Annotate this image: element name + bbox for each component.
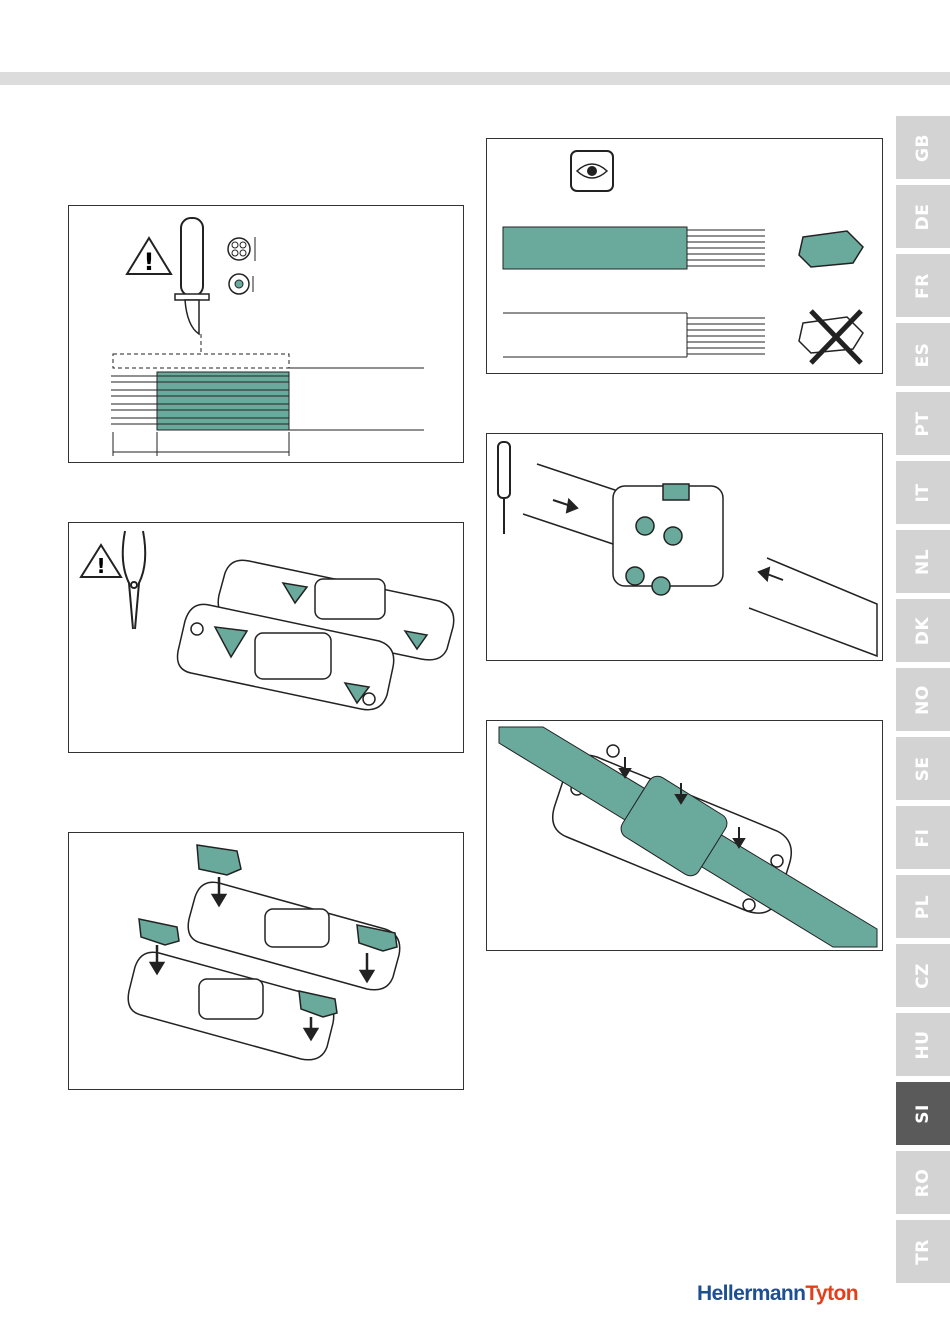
inspect-cable-illustration (487, 139, 884, 375)
eye-icon (571, 151, 613, 191)
tab-tr-label: TR (913, 1239, 933, 1265)
tab-ro[interactable]: RO (896, 1151, 950, 1214)
brand-logo: HellermannTyton (697, 1282, 858, 1306)
tab-de-label: DE (913, 203, 933, 230)
stripped-cable (111, 368, 424, 456)
knife-icon (175, 218, 209, 334)
cable-correct (503, 227, 765, 269)
tab-se[interactable]: SE (896, 737, 950, 800)
tab-de[interactable]: DE (896, 185, 950, 248)
svg-text:!: ! (144, 248, 155, 276)
tab-se-label: SE (913, 756, 933, 781)
logo-part-2: Tyton (805, 1282, 858, 1305)
panel-assembled-joint (486, 720, 883, 951)
svg-text:!: ! (96, 554, 105, 578)
tab-it-label: IT (913, 483, 933, 502)
tab-dk[interactable]: DK (896, 599, 950, 662)
tab-cz[interactable]: CZ (896, 944, 950, 1007)
tab-ro-label: RO (913, 1168, 933, 1197)
cable (499, 727, 877, 947)
tab-fi-label: FI (913, 828, 933, 847)
tab-es-label: ES (913, 342, 933, 367)
cable-wrong (503, 313, 765, 357)
screwdriver-icon (498, 442, 510, 534)
warning-icon: ! (81, 545, 121, 578)
tab-it[interactable]: IT (896, 461, 950, 524)
tab-fr[interactable]: FR (896, 254, 950, 317)
tab-gb[interactable]: GB (896, 116, 950, 179)
panel-insert-connectors (68, 832, 464, 1090)
panel-open-housing: ! (68, 522, 464, 753)
tab-pl-label: PL (913, 894, 933, 918)
tab-dk-label: DK (913, 616, 933, 644)
panel-strip-cable: ! (68, 205, 464, 463)
tab-pt-label: PT (913, 411, 933, 436)
tab-no-label: NO (913, 685, 933, 715)
warning-icon: ! (127, 238, 171, 276)
panel-screw-terminals (486, 433, 883, 661)
connector-icon-correct (799, 231, 863, 267)
tab-nl-label: NL (913, 548, 933, 574)
cross-mark-icon (799, 311, 863, 363)
pliers-icon (123, 531, 146, 629)
language-tabs: GB DE FR ES PT IT NL DK NO SE FI PL CZ H… (896, 116, 950, 1289)
screw-terminals-illustration (487, 434, 884, 662)
tab-pt[interactable]: PT (896, 392, 950, 455)
tab-gb-label: GB (913, 134, 933, 162)
cable-section-icon (228, 237, 255, 294)
terminal-block (613, 484, 723, 595)
tab-fi[interactable]: FI (896, 806, 950, 869)
tab-hu[interactable]: HU (896, 1013, 950, 1076)
logo-part-1: Hellermann (697, 1282, 805, 1305)
tab-tr[interactable]: TR (896, 1220, 950, 1283)
tab-nl[interactable]: NL (896, 530, 950, 593)
tab-si-label: SI (913, 1104, 933, 1124)
tab-es[interactable]: ES (896, 323, 950, 386)
tab-cz-label: CZ (913, 963, 933, 989)
tab-fr-label: FR (913, 273, 933, 299)
strip-cable-illustration: ! (69, 206, 465, 464)
cable-left (523, 464, 627, 544)
header-bar (0, 72, 950, 85)
tab-hu-label: HU (913, 1030, 933, 1059)
tab-pl[interactable]: PL (896, 875, 950, 938)
panel-inspect-cable (486, 138, 883, 374)
assembled-joint-illustration (487, 721, 884, 952)
insert-connectors-illustration (69, 833, 465, 1091)
tab-no[interactable]: NO (896, 668, 950, 731)
open-housing-illustration: ! (69, 523, 465, 754)
tab-si[interactable]: SI (896, 1082, 950, 1145)
